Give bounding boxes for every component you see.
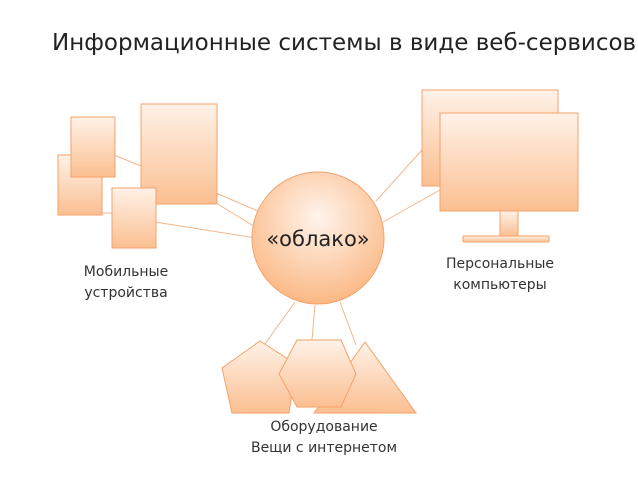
cloud: «облако» [251, 171, 385, 305]
monitor-stand-base [462, 235, 550, 243]
connector-pc-1 [375, 149, 423, 202]
connector-pc-2 [382, 189, 441, 223]
personal-computers [421, 89, 579, 243]
pc-caption-line1: Персональные [445, 256, 555, 272]
connector-mobile-2 [215, 192, 261, 213]
hardware-caption: Оборудование Вещи с интернетом [244, 417, 404, 459]
connectors [102, 149, 441, 349]
mobile-device-small [70, 116, 116, 178]
cloud-label: «облако» [266, 227, 369, 251]
pc-caption: Персональные компьютеры [430, 254, 570, 296]
mobile-device-front [111, 187, 157, 249]
monitor-stand-neck [499, 210, 519, 237]
mobile-caption-line1: Мобильные [83, 264, 169, 280]
connector-hw-3 [339, 301, 357, 346]
hardware-hexagon [278, 339, 357, 408]
mobile-caption-line2: устройства [84, 285, 168, 301]
connector-mobile-4 [154, 221, 257, 239]
hardware-caption-line2: Вещи с интернетом [250, 440, 398, 456]
connector-mobile-3 [215, 202, 258, 229]
page-title: Информационные системы в виде веб-сервис… [52, 30, 637, 56]
monitor-front [439, 112, 579, 212]
connector-hw-1 [261, 301, 296, 349]
connector-mobile-1 [113, 154, 142, 167]
pc-caption-line2: компьютеры [453, 277, 547, 293]
mobile-caption: Мобильные устройства [66, 262, 186, 304]
hardware-devices [221, 339, 417, 414]
mobile-device-tablet [140, 103, 218, 205]
cloud-circle [251, 171, 385, 305]
mobile-devices [57, 103, 218, 249]
connector-hw-2 [311, 304, 316, 341]
hardware-caption-line1: Оборудование [270, 419, 378, 435]
